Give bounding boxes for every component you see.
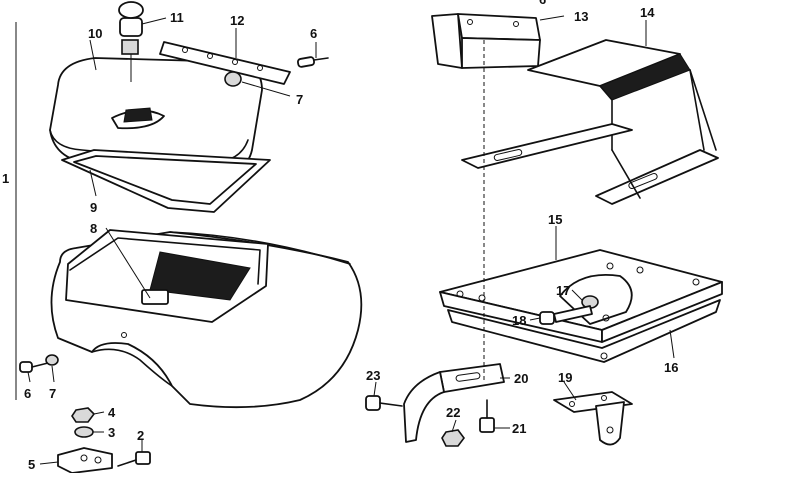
box-body-part — [50, 229, 363, 409]
callout-label: 6 — [310, 26, 317, 41]
base-plate-part — [439, 249, 723, 343]
callout-label: 21 — [512, 421, 526, 436]
hinge-strip-part — [159, 41, 291, 85]
screw-part-top — [297, 56, 329, 68]
callout-label: 23 — [366, 368, 380, 383]
l-bracket-part — [403, 363, 505, 443]
small-bracket-part — [431, 13, 541, 69]
callout-label: 12 — [230, 13, 244, 28]
callout-label: 13 — [574, 9, 588, 24]
washer-part-bottom — [45, 354, 59, 366]
callout-label: 7 — [296, 92, 303, 107]
callout-label: 6 — [539, 0, 546, 7]
callout-label: 17 — [556, 283, 570, 298]
callout-label: 18 — [512, 313, 526, 328]
callout-label: 19 — [558, 370, 572, 385]
lock-part — [118, 1, 144, 82]
callout-label: 8 — [90, 221, 97, 236]
callout-label: 9 — [90, 200, 97, 215]
callout-label: 7 — [49, 386, 56, 401]
screw-part-23 — [365, 395, 403, 411]
callout-label: 1 — [2, 171, 9, 186]
bolt-part — [117, 451, 151, 467]
callout-label: 14 — [640, 5, 655, 20]
washer-part-top — [224, 71, 242, 87]
screw-part-bottom — [19, 361, 49, 373]
seal-gasket-part — [61, 149, 271, 213]
carrier-frame-part — [461, 39, 719, 205]
callout-labels: 1 2 3 4 5 6 7 8 9 10 11 12 13 14 15 16 1… — [2, 0, 678, 472]
washer-part — [74, 426, 94, 438]
callout-label: 11 — [170, 10, 184, 25]
nut-part-22 — [441, 429, 465, 447]
callout-label: 22 — [446, 405, 460, 420]
leader-lines — [27, 15, 675, 465]
nut-part — [71, 407, 96, 423]
callout-label: 6 — [24, 386, 31, 401]
callout-label: 3 — [108, 425, 115, 440]
lid-part — [49, 57, 263, 177]
callout-label: 16 — [664, 360, 678, 375]
callout-label: 2 — [137, 428, 144, 443]
callout-label: 4 — [108, 405, 116, 420]
callout-label: 20 — [514, 371, 528, 386]
bracket-plate-part — [57, 447, 113, 474]
lower-plate-part — [447, 299, 721, 363]
callout-label: 15 — [548, 212, 562, 227]
angle-bracket-part — [553, 391, 633, 446]
callout-label: 10 — [88, 26, 102, 41]
callout-label: 5 — [28, 457, 35, 472]
bolt-part-21 — [479, 399, 495, 433]
bolt-part-18 — [539, 305, 593, 325]
